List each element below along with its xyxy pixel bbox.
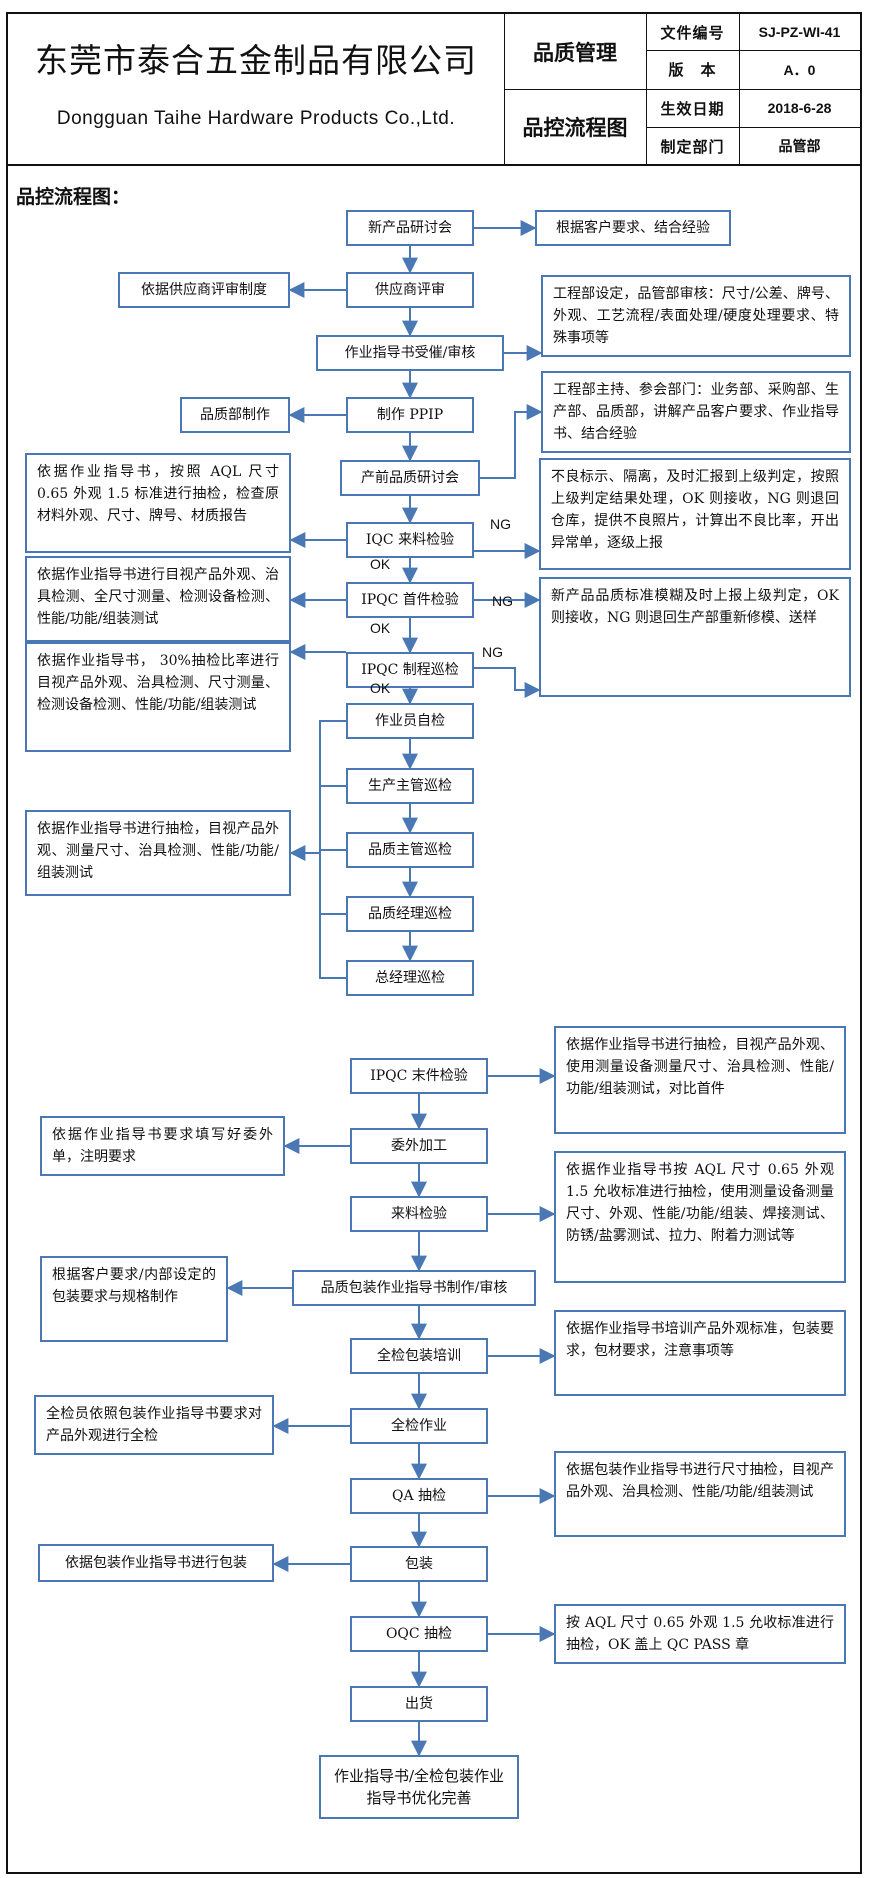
- step-work-instruction-review: 作业指导书受催/审核: [316, 335, 504, 371]
- note-iqc-ng-handling: 不良标示、隔离，及时汇报到上级判定，按照上级判定结果处理，OK 则接收，NG 则…: [539, 458, 851, 570]
- section-title: 品控流程图：: [16, 186, 131, 208]
- note-full-inspection: 全检员依照包装作业指导书要求对产品外观进行全检: [34, 1395, 274, 1455]
- note-quality-dept-make: 品质部制作: [180, 397, 290, 433]
- note-patrol-sampling: 依据作业指导书， 30%抽检比率进行目视产品外观、治具检测、尺寸测量、检测设备检…: [25, 642, 291, 752]
- content-frame: [6, 165, 862, 1874]
- doc-number-label: 文件编号: [660, 23, 725, 42]
- note-management-sampling: 依据作业指导书进行抽检，目视产品外观、测量尺寸、治具检测、性能/功能/组装测试: [25, 810, 291, 896]
- step-quality-manager-patrol: 品质经理巡检: [346, 896, 474, 932]
- step-ipqc-last-article: IPQC 末件检验: [350, 1058, 488, 1094]
- note-packaging-per-instruction: 依据包装作业指导书进行包装: [38, 1544, 274, 1582]
- ok-label-iqc: OK: [370, 556, 391, 572]
- step-outsourcing: 委外加工: [350, 1128, 488, 1164]
- step-packaging-instruction: 品质包装作业指导书制作/审核: [292, 1270, 536, 1306]
- department-value: 品管部: [778, 138, 821, 154]
- version-label: 版 本: [668, 61, 717, 79]
- step-oqc-sampling: OQC 抽检: [350, 1616, 488, 1652]
- note-incoming-aql-criteria: 依据作业指导书按 AQL 尺寸 0.65 外观 1.5 允收标准进行抽检，使用测…: [554, 1151, 846, 1283]
- note-last-article-criteria: 依据作业指导书进行抽检，目视产品外观、使用测量设备测量尺寸、治具检测、性能/功能…: [554, 1026, 846, 1134]
- note-packaging-spec: 根据客户要求/内部设定的包装要求与规格制作: [40, 1256, 228, 1342]
- note-training-content: 依据作业指导书培训产品外观标准，包装要求，包材要求，注意事项等: [554, 1310, 846, 1396]
- effective-date-label: 生效日期: [660, 99, 725, 118]
- note-preproduction-attendees: 工程部主持、参会部门：业务部、采购部、生产部、品质部，讲解产品客户要求、作业指导…: [541, 371, 851, 453]
- department-label: 制定部门: [660, 137, 725, 156]
- ok-label-first-article: OK: [370, 620, 391, 636]
- step-full-inspection-training: 全检包装培训: [350, 1338, 488, 1374]
- step-ipqc-patrol: IPQC 制程巡检: [346, 652, 474, 688]
- document-title: 品控流程图: [522, 116, 628, 140]
- ok-label-patrol: OK: [370, 680, 391, 696]
- step-supplier-review: 供应商评审: [346, 272, 474, 308]
- step-make-ppip: 制作 PPIP: [346, 397, 474, 433]
- step-quality-supervisor-patrol: 品质主管巡检: [346, 832, 474, 868]
- step-shipment: 出货: [350, 1686, 488, 1722]
- step-general-manager-patrol: 总经理巡检: [346, 960, 474, 996]
- step-qa-sampling: QA 抽检: [350, 1478, 488, 1514]
- ng-label-iqc: NG: [490, 516, 511, 532]
- note-iqc-criteria: 依据作业指导书，按照 AQL 尺寸 0.65 外观 1.5 标准进行抽检，检查原…: [25, 453, 291, 553]
- step-production-supervisor-patrol: 生产主管巡检: [346, 768, 474, 804]
- step-ipqc-first-article: IPQC 首件检验: [346, 582, 474, 618]
- connector-16: [480, 404, 543, 479]
- ng-label-patrol: NG: [482, 644, 503, 660]
- category-label: 品质管理: [533, 40, 617, 65]
- ng-label-first-article: NG: [492, 593, 513, 609]
- company-name-en: Dongguan Taihe Hardware Products Co.,Ltd…: [56, 108, 456, 129]
- step-iqc-incoming: IQC 来料检验: [346, 522, 474, 558]
- effective-date-value: 2018-6-28: [767, 100, 832, 116]
- note-engineering-settings: 工程部设定，品管部审核：尺寸/公差、牌号、外观、工艺流程/表面处理/硬度处理要求…: [541, 275, 851, 357]
- version-value: A．0: [783, 61, 816, 78]
- note-qa-criteria: 依据包装作业指导书进行尺寸抽检，目视产品外观、治具检测、性能/功能/组装测试: [554, 1451, 846, 1537]
- company-name-cn: 东莞市泰合五金制品有限公司: [35, 41, 477, 80]
- note-customer-requirements: 根据客户要求、结合经验: [535, 210, 731, 246]
- document-header: 东莞市泰合五金制品有限公司 Dongguan Taihe Hardware Pr…: [6, 12, 862, 166]
- note-oqc-criteria: 按 AQL 尺寸 0.65 外观 1.5 允收标准进行抽检，OK 盖上 QC P…: [554, 1604, 846, 1664]
- step-new-product-meeting: 新产品研讨会: [346, 210, 474, 246]
- note-first-article-criteria: 依据作业指导书进行目视产品外观、治具检测、全尺寸测量、检测设备检测、性能/功能/…: [25, 556, 291, 642]
- step-preproduction-meeting: 产前品质研讨会: [340, 460, 480, 496]
- note-new-product-standard: 新产品品质标准模糊及时上报上级判定，OK 则接收，NG 则退回生产部重新修模、送…: [539, 577, 851, 697]
- step-instruction-optimization: 作业指导书/全检包装作业指导书优化完善: [319, 1755, 519, 1819]
- connector-22: [474, 667, 541, 698]
- step-incoming-inspection: 来料检验: [350, 1196, 488, 1232]
- note-supplier-review-policy: 依据供应商评审制度: [118, 272, 290, 308]
- doc-number-value: SJ-PZ-WI-41: [758, 24, 841, 40]
- step-operator-self-check: 作业员自检: [346, 703, 474, 739]
- note-outsourcing-order: 依据作业指导书要求填写好委外单，注明要求: [40, 1116, 285, 1176]
- step-full-inspection: 全检作业: [350, 1408, 488, 1444]
- step-packaging: 包装: [350, 1546, 488, 1582]
